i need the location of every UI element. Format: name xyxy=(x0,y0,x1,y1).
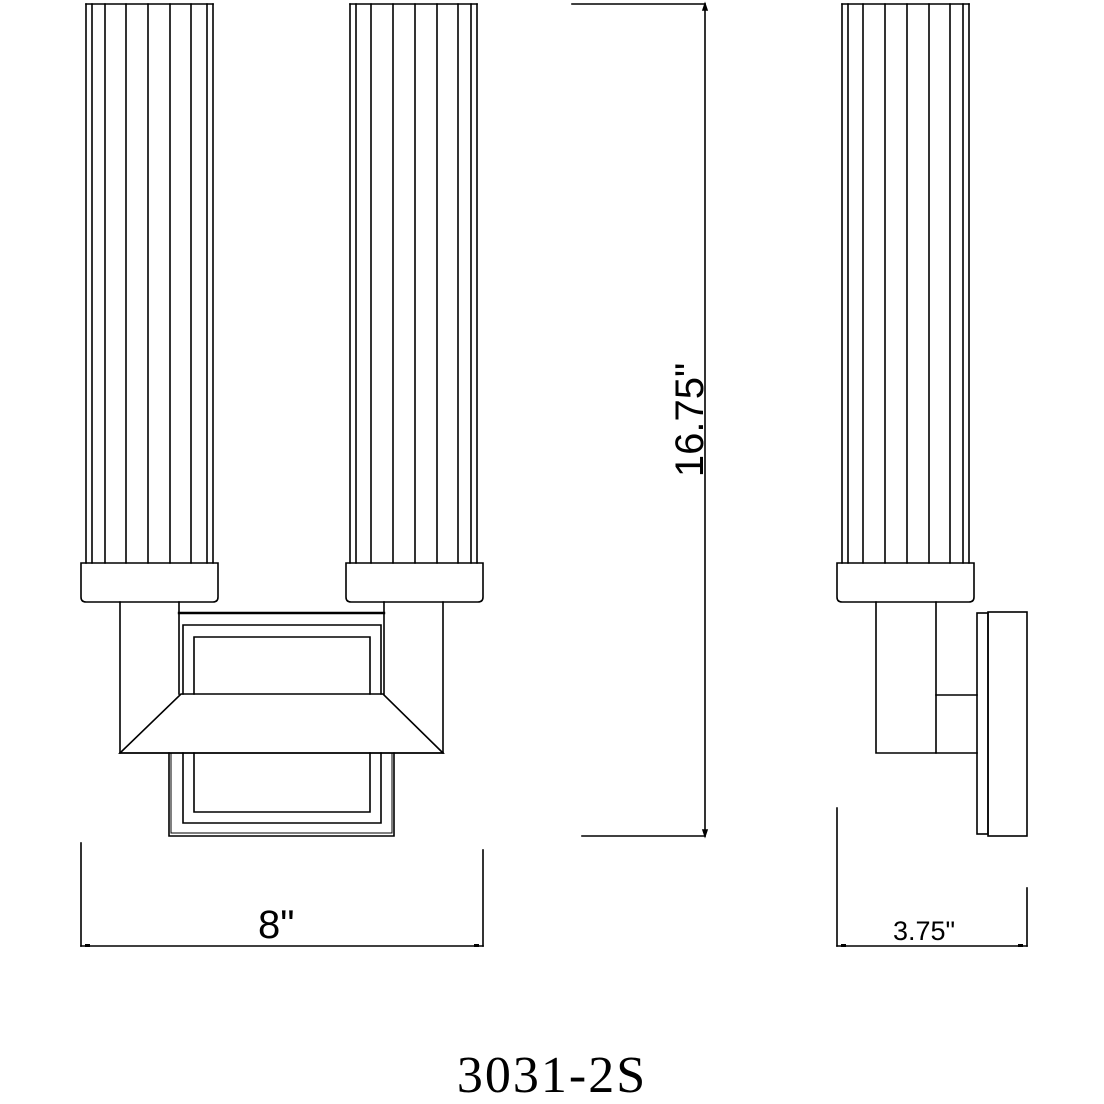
width-dimension xyxy=(80,842,484,947)
side-arm-block xyxy=(935,694,978,754)
side-fluted-shade xyxy=(841,3,970,564)
wall-plate-edge xyxy=(976,612,989,835)
wall-plate xyxy=(987,611,1028,837)
left-fluted-shade xyxy=(85,3,214,564)
side-arm xyxy=(875,601,937,754)
width-dimension-label: 8" xyxy=(258,903,295,947)
right-fluted-shade xyxy=(349,3,478,564)
side-view xyxy=(836,3,1028,837)
height-dimension xyxy=(571,1,709,839)
height-dimension-label: 16.75" xyxy=(668,362,712,478)
depth-dimension-label: 3.75" xyxy=(893,916,956,946)
front-view xyxy=(80,3,484,837)
side-collar xyxy=(836,562,975,603)
depth-dimension xyxy=(836,807,1028,947)
left-collar xyxy=(80,562,219,603)
right-collar xyxy=(345,562,484,603)
model-number: 3031-2S xyxy=(456,1047,648,1104)
backplate xyxy=(118,601,445,837)
canopy xyxy=(118,693,445,754)
